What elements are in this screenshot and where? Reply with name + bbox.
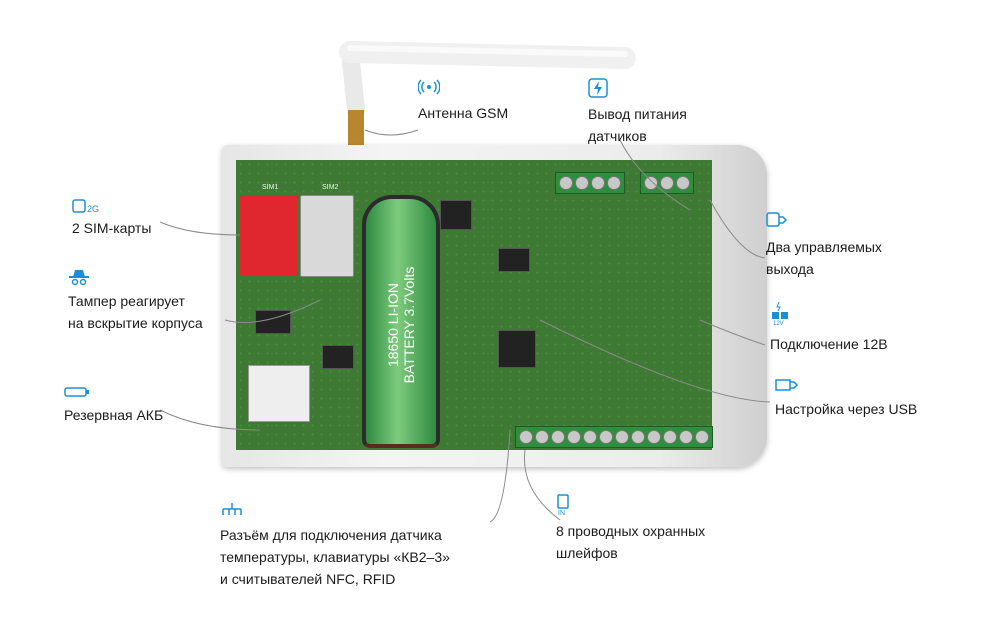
network-icon xyxy=(220,502,242,520)
chip xyxy=(498,248,530,272)
label-12v: Подключение 12В xyxy=(770,336,888,352)
power-terminal xyxy=(555,172,625,194)
svg-text:IN: IN xyxy=(558,510,565,516)
output-terminal xyxy=(640,172,694,194)
label-battery: Резервная АКБ xyxy=(64,407,164,423)
sim-slot-1 xyxy=(240,195,298,275)
label-sim: 2 SIM-карты xyxy=(72,220,152,236)
loop-terminal xyxy=(515,426,713,448)
spy-hat-icon xyxy=(68,268,90,286)
gsm-module xyxy=(248,365,310,422)
sim-slot-2 xyxy=(300,195,354,277)
circuit-board xyxy=(236,160,712,450)
microcontroller xyxy=(498,330,536,368)
chip xyxy=(322,345,354,369)
sim2-label: SIM2 xyxy=(322,184,339,191)
battery-icon xyxy=(64,385,90,403)
label-usb: Настройка через USB xyxy=(775,401,918,417)
loop-icon: IN xyxy=(556,494,578,518)
antenna-icon xyxy=(417,78,441,96)
lightning-icon xyxy=(588,78,610,98)
svg-text:2G: 2G xyxy=(87,204,99,214)
power-12v-icon: 12V xyxy=(770,301,792,330)
output-icon xyxy=(766,212,788,230)
sim1-label: SIM1 xyxy=(262,184,279,191)
battery: 18650 LI-ION BATTERY 3.7Volts xyxy=(362,195,440,448)
chip xyxy=(440,200,472,230)
label-antenna: Антенна GSM xyxy=(418,105,509,121)
usb-icon xyxy=(775,378,799,396)
sim-2g-icon: 2G xyxy=(72,198,104,216)
